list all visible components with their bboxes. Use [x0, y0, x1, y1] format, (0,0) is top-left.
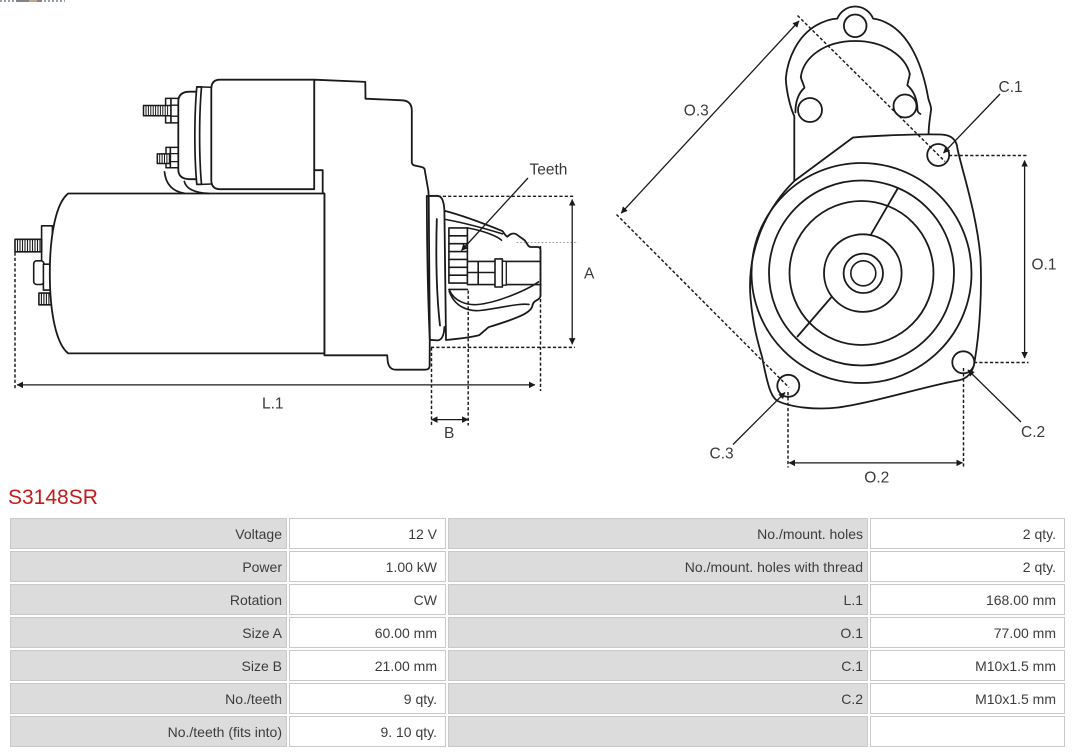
svg-text:A: A: [584, 266, 595, 283]
svg-text:O.2: O.2: [864, 469, 889, 486]
svg-text:L.1: L.1: [262, 396, 284, 413]
svg-text:B: B: [444, 425, 454, 442]
svg-text:C.2: C.2: [1021, 424, 1045, 441]
svg-text:Teeth: Teeth: [530, 162, 568, 179]
svg-text:C.3: C.3: [710, 446, 734, 463]
svg-text:O.1: O.1: [1032, 257, 1057, 274]
svg-text:O.3: O.3: [684, 103, 709, 120]
svg-text:C.1: C.1: [999, 79, 1023, 96]
